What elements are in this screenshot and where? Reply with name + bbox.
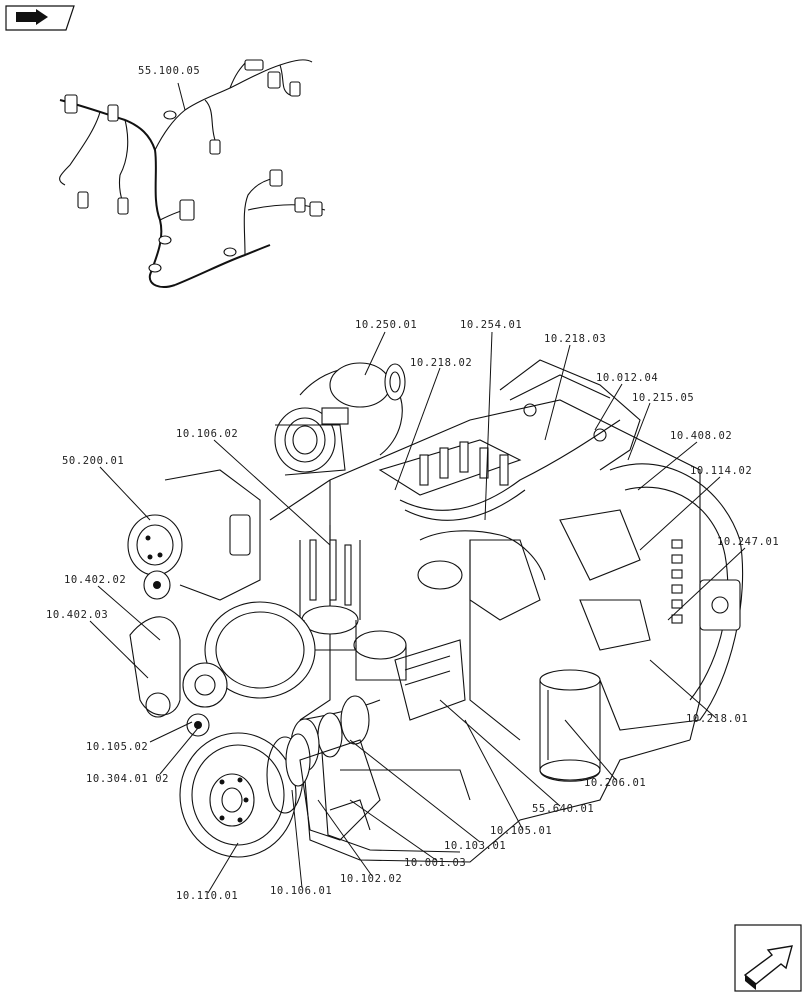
callout-55-100-05[interactable]: 55.100.05 bbox=[138, 65, 200, 77]
callout-10-304-01-02[interactable]: 10.304.01 02 bbox=[86, 773, 169, 785]
callout-10-408-02[interactable]: 10.408.02 bbox=[670, 430, 732, 442]
engine-assembly bbox=[127, 359, 744, 863]
callout-55-640-01[interactable]: 55.640.01 bbox=[532, 803, 594, 815]
callout-10-012-04[interactable]: 10.012.04 bbox=[596, 372, 658, 384]
callout-10-402-02[interactable]: 10.402.02 bbox=[64, 574, 126, 586]
callout-labels: 55.100.05 10.250.01 10.254.01 10.218.03 … bbox=[46, 65, 779, 902]
crankshaft-pulley bbox=[179, 732, 311, 858]
turbocharger bbox=[274, 362, 406, 476]
callout-10-218-02[interactable]: 10.218.02 bbox=[410, 357, 472, 369]
callout-10-218-01[interactable]: 10.218.01 bbox=[686, 713, 748, 725]
callout-10-254-01[interactable]: 10.254.01 bbox=[460, 319, 522, 331]
callout-10-105-02[interactable]: 10.105.02 bbox=[86, 741, 148, 753]
callout-10-110-01[interactable]: 10.110.01 bbox=[176, 890, 238, 902]
callout-10-103-01[interactable]: 10.103.01 bbox=[444, 840, 506, 852]
callout-10-247-01[interactable]: 10.247.01 bbox=[717, 536, 779, 548]
belt-drive bbox=[129, 570, 316, 737]
callout-10-001-03[interactable]: 10.001.03 bbox=[404, 857, 466, 869]
callout-10-106-01[interactable]: 10.106.01 bbox=[270, 885, 332, 897]
callout-10-250-01[interactable]: 10.250.01 bbox=[355, 319, 417, 331]
ac-compressor bbox=[127, 469, 261, 601]
leader-lines bbox=[89, 82, 746, 894]
callout-10-402-03[interactable]: 10.402.03 bbox=[46, 609, 108, 621]
page-back-icon[interactable] bbox=[5, 5, 75, 31]
callout-10-218-03[interactable]: 10.218.03 bbox=[544, 333, 606, 345]
next-page-arrow-icon[interactable] bbox=[734, 924, 802, 992]
callout-10-206-01[interactable]: 10.206.01 bbox=[584, 777, 646, 789]
callout-10-106-02[interactable]: 10.106.02 bbox=[176, 428, 238, 440]
oil-filter-canister bbox=[539, 669, 601, 782]
callout-10-114-02[interactable]: 10.114.02 bbox=[690, 465, 752, 477]
callout-10-105-01[interactable]: 10.105.01 bbox=[490, 825, 552, 837]
callout-10-102-02[interactable]: 10.102.02 bbox=[340, 873, 402, 885]
callout-10-215-05[interactable]: 10.215.05 bbox=[632, 392, 694, 404]
callout-50-200-01[interactable]: 50.200.01 bbox=[62, 455, 124, 467]
wiring-harness bbox=[59, 59, 326, 288]
